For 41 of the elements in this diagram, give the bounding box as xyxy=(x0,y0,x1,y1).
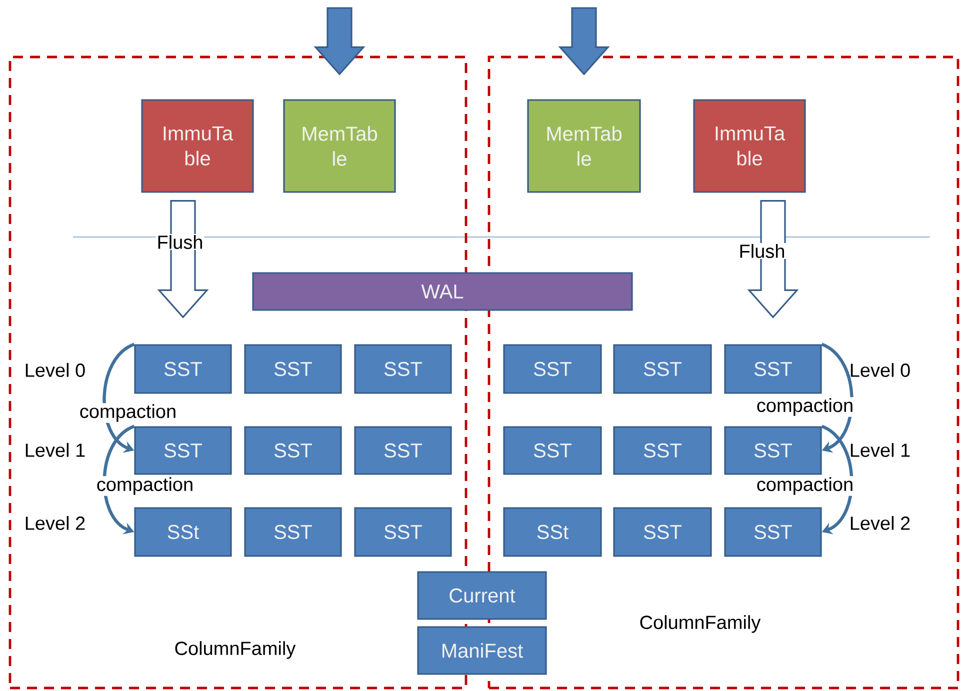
sst-box: SSt xyxy=(134,507,232,557)
sst-box: SST xyxy=(724,426,822,475)
sst-box: SST xyxy=(244,507,342,557)
file-box: Current xyxy=(417,571,547,620)
sst-box: SST xyxy=(724,344,822,394)
block-arrow xyxy=(558,7,610,76)
level-label: Level 0 xyxy=(26,363,85,377)
sst-box: SST xyxy=(354,344,452,394)
sst-box: SST xyxy=(354,426,452,475)
table-box: ImmuTa ble xyxy=(141,99,254,193)
table-box: MemTab le xyxy=(283,99,396,193)
edge-label: compaction xyxy=(755,397,855,417)
sst-box: SST xyxy=(354,507,452,557)
curved-arrow xyxy=(821,342,854,453)
sst-box: SST xyxy=(134,426,232,475)
edge-label: Flush xyxy=(156,234,204,250)
log-bar: WAL xyxy=(252,272,633,311)
curved-arrow xyxy=(821,424,854,534)
level-label: Level 0 xyxy=(850,363,910,377)
sst-box: SST xyxy=(613,507,712,557)
level-label: Level 2 xyxy=(850,516,910,530)
level-label: Level 1 xyxy=(850,443,910,457)
sst-box: SST xyxy=(244,344,342,394)
edge-label: compaction xyxy=(755,476,855,496)
block-arrow xyxy=(314,7,366,76)
level-label: Level 1 xyxy=(26,443,85,457)
sst-box: SST xyxy=(724,507,822,557)
table-box: ImmuTa ble xyxy=(693,99,806,193)
edge-label: compaction xyxy=(95,476,195,496)
file-box: ManiFest xyxy=(417,626,547,675)
sst-box: SSt xyxy=(503,507,602,557)
sst-box: SST xyxy=(613,426,712,475)
edge-label: Flush xyxy=(738,243,786,259)
sst-box: SST xyxy=(613,344,712,394)
sst-box: SST xyxy=(503,426,602,475)
sst-box: SST xyxy=(503,344,602,394)
table-box: MemTab le xyxy=(527,99,641,193)
sst-box: SST xyxy=(134,344,232,394)
level-label: Level 2 xyxy=(26,516,85,530)
sst-box: SST xyxy=(244,426,342,475)
edge-label: compaction xyxy=(78,403,178,423)
